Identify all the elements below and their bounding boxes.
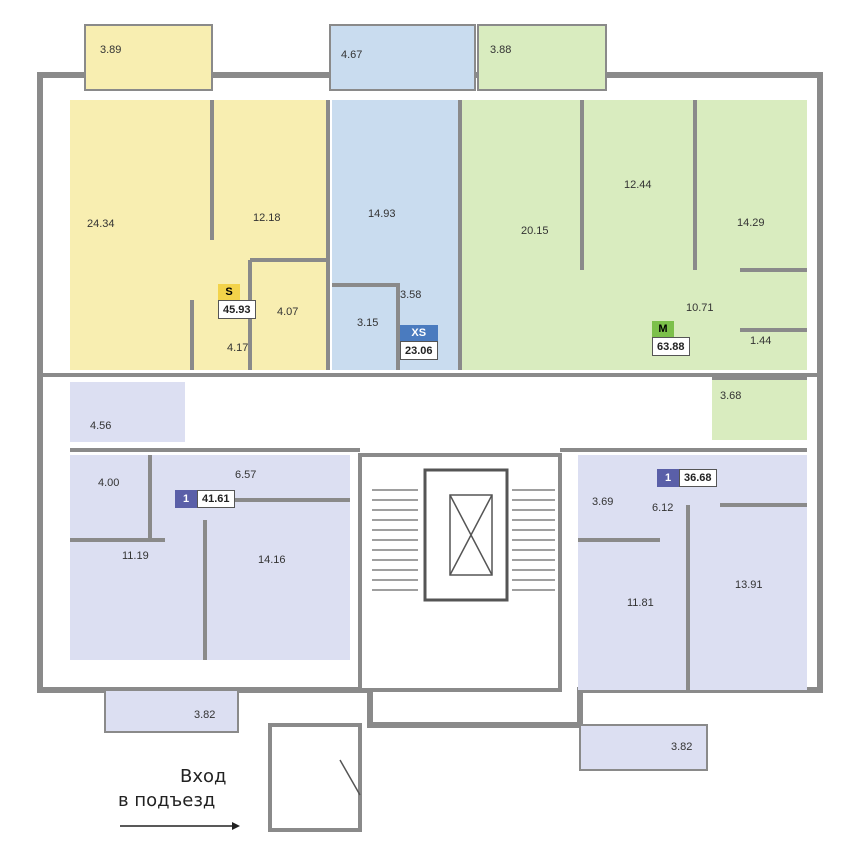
room-area-s-living: 24.34 (87, 218, 115, 230)
apartment-s-fill (70, 100, 328, 370)
apartment-tag-xs: XS 23.06 (400, 325, 438, 360)
entrance-line-2: в подъезд (118, 790, 216, 811)
apartment-area: 45.93 (218, 300, 256, 319)
room-area-r-bath: 3.69 (592, 496, 614, 508)
apartment-m-fill (462, 100, 807, 370)
room-area-l-bath: 4.00 (98, 477, 120, 489)
apartment-tag-s: S 45.93 (218, 284, 256, 319)
room-area-m-balcony: 3.88 (490, 44, 512, 56)
apartment-s-balcony (84, 24, 213, 91)
elevator-cross (449, 494, 493, 576)
room-area-r-bedroom: 13.91 (735, 579, 763, 591)
room-area-xs-bath: 3.15 (357, 317, 379, 329)
room-area-m-bedroom: 14.29 (737, 217, 765, 229)
apartment-one-left-balcony (104, 689, 239, 733)
apartment-tag-one-right: 1 36.68 (657, 469, 717, 487)
room-area-m-hall: 10.71 (686, 302, 714, 314)
stairs-right (512, 489, 555, 591)
apartment-one-right-balcony (579, 724, 708, 771)
apartment-m-bath-fill (712, 378, 807, 440)
elevator-shaft (423, 468, 509, 602)
room-area-m-room2: 12.44 (624, 179, 652, 191)
elevator-cab (449, 494, 493, 576)
room-area-r-hall: 6.12 (652, 502, 674, 514)
apartment-xs-balcony (329, 24, 476, 91)
room-area-l-balcony: 3.82 (194, 709, 216, 721)
entrance-door (339, 759, 361, 796)
room-area-xs-balcony: 4.67 (341, 49, 363, 61)
room-area-m-wc: 1.44 (750, 335, 772, 347)
entrance-line-1: Вход (180, 766, 227, 787)
room-area-l-bedroom: 14.16 (258, 554, 286, 566)
entrance-caption: Вход в подъезд (118, 765, 226, 813)
apartment-code: 1 (175, 490, 197, 508)
apartment-tag-one-left: 1 41.61 (175, 490, 235, 508)
apartment-one-left-fill (70, 382, 185, 442)
apartment-code: 1 (657, 469, 679, 487)
stairwell (358, 453, 562, 692)
apartment-area: 63.88 (652, 337, 690, 356)
room-area-xs-hall: 3.58 (400, 289, 422, 301)
entrance-arrow-head (232, 822, 240, 830)
room-area-s-bath: 4.07 (277, 306, 299, 318)
apartment-code: XS (400, 325, 438, 341)
room-area-s-bedroom: 12.18 (253, 212, 281, 224)
room-area-r-kitchen: 11.81 (627, 597, 654, 609)
apartment-one-right-fill (578, 455, 807, 690)
apartment-area: 36.68 (679, 469, 717, 487)
room-area-m-bath: 3.68 (720, 390, 742, 402)
apartment-code: S (218, 284, 240, 300)
entrance-vestibule (268, 723, 362, 832)
room-area-l-hall: 6.57 (235, 469, 257, 481)
apartment-code: M (652, 321, 674, 337)
room-area-m-living: 20.15 (521, 225, 549, 237)
room-area-xs-living: 14.93 (368, 208, 396, 220)
apartment-xs-fill (332, 100, 458, 370)
apartment-m-balcony (477, 24, 607, 91)
apartment-area: 23.06 (400, 341, 438, 360)
apartment-tag-m: M 63.88 (652, 321, 690, 356)
room-area-s-balcony: 3.89 (100, 44, 122, 56)
room-area-l-storage: 4.56 (90, 420, 112, 432)
stairs-left (372, 489, 418, 591)
room-area-s-hall: 4.17 (227, 342, 249, 354)
apartment-one-left-fill-main (70, 455, 350, 660)
room-area-l-kitchen: 11.19 (122, 550, 149, 562)
apartment-area: 41.61 (197, 490, 235, 508)
room-area-r-balcony: 3.82 (671, 741, 693, 753)
